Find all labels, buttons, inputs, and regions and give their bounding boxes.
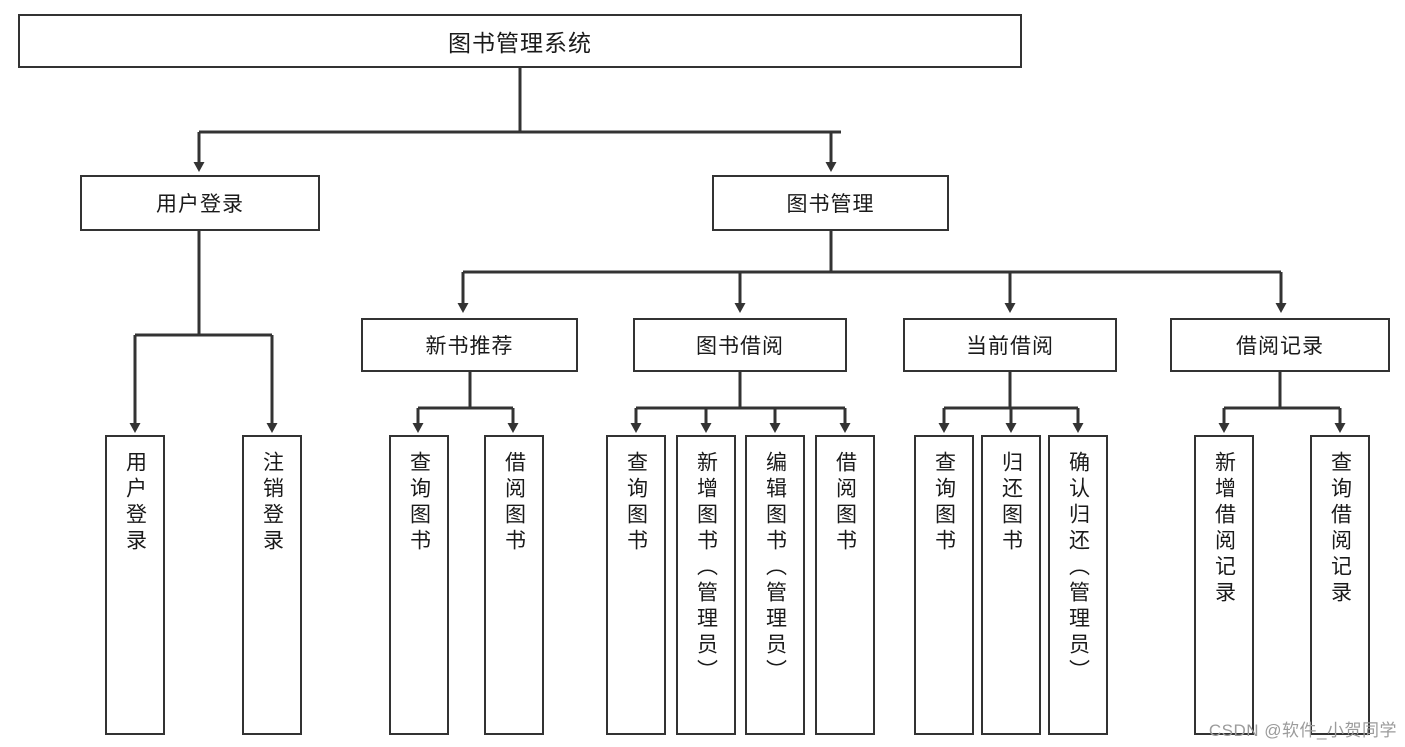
node-label: 查询图书 <box>624 451 648 555</box>
node-label: 注销登录 <box>260 451 284 555</box>
node-label: 用户登录 <box>123 451 147 555</box>
node-new-book-recommend[interactable]: 新书推荐 <box>361 318 578 372</box>
leaf-records-query-record[interactable]: 查询借阅记录 <box>1310 435 1370 735</box>
watermark-text: CSDN @软件_小贺同学 <box>1208 721 1397 740</box>
node-label: 新增图书（管理员） <box>694 451 718 685</box>
node-label: 借阅记录 <box>1236 335 1324 358</box>
node-label: 查询图书 <box>932 451 956 555</box>
node-label: 图书借阅 <box>696 335 784 358</box>
node-label: 借阅图书 <box>833 451 857 555</box>
leaf-current-confirm-return[interactable]: 确认归还（管理员） <box>1048 435 1108 735</box>
node-current-borrow[interactable]: 当前借阅 <box>903 318 1117 372</box>
node-user-login[interactable]: 用户登录 <box>80 175 320 231</box>
node-label: 归还图书 <box>999 451 1023 555</box>
node-label: 确认归还（管理员） <box>1066 451 1090 685</box>
node-label: 用户登录 <box>156 193 244 216</box>
node-book-management[interactable]: 图书管理 <box>712 175 949 231</box>
leaf-user-login-logout[interactable]: 注销登录 <box>242 435 302 735</box>
node-label: 借阅图书 <box>502 451 526 555</box>
node-label: 查询图书 <box>407 451 431 555</box>
leaf-new-book-query[interactable]: 查询图书 <box>389 435 449 735</box>
node-label: 当前借阅 <box>966 335 1054 358</box>
leaf-new-book-borrow[interactable]: 借阅图书 <box>484 435 544 735</box>
node-label: 编辑图书（管理员） <box>763 451 787 685</box>
leaf-borrow-add-book[interactable]: 新增图书（管理员） <box>676 435 736 735</box>
leaf-current-query-book[interactable]: 查询图书 <box>914 435 974 735</box>
leaf-borrow-borrow-book[interactable]: 借阅图书 <box>815 435 875 735</box>
node-root-system[interactable]: 图书管理系统 <box>18 14 1022 68</box>
node-label: 查询借阅记录 <box>1328 451 1352 607</box>
node-label: 新书推荐 <box>425 335 514 358</box>
leaf-user-login-login[interactable]: 用户登录 <box>105 435 165 735</box>
node-label: 新增借阅记录 <box>1212 451 1236 607</box>
node-book-borrow[interactable]: 图书借阅 <box>633 318 847 372</box>
leaf-borrow-edit-book[interactable]: 编辑图书（管理员） <box>745 435 805 735</box>
node-borrow-records[interactable]: 借阅记录 <box>1170 318 1390 372</box>
node-label: 图书管理系统 <box>448 30 592 56</box>
leaf-current-return-book[interactable]: 归还图书 <box>981 435 1041 735</box>
leaf-records-add-record[interactable]: 新增借阅记录 <box>1194 435 1254 735</box>
node-label: 图书管理 <box>786 193 875 216</box>
leaf-borrow-query-book[interactable]: 查询图书 <box>606 435 666 735</box>
